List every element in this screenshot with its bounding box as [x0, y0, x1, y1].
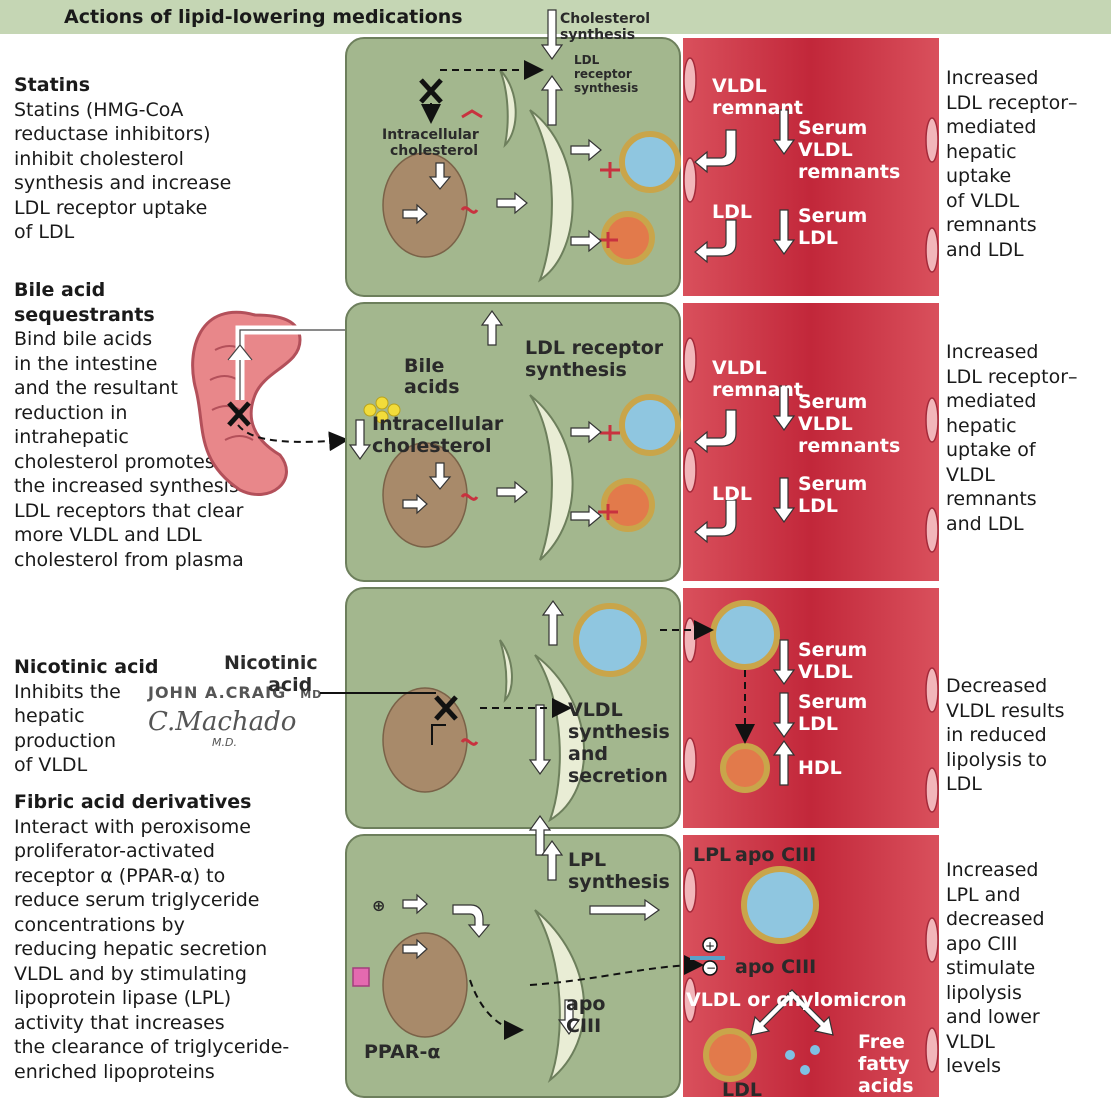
label-receptor: receptor — [574, 67, 632, 81]
label-acids: acids — [404, 377, 460, 398]
note-line: LPL and — [946, 883, 1111, 908]
label-remnants: remnants — [798, 436, 900, 457]
label-cholesterol: cholesterol — [390, 144, 478, 158]
label-ldl-receptor: LDL receptor — [525, 338, 663, 359]
label-acid: acid — [268, 675, 312, 696]
label-synthesis: synthesis — [574, 81, 638, 95]
label-intracellular: Intracellular — [382, 128, 479, 142]
label-ciii: CIII — [566, 1016, 601, 1037]
label-bile: Bile — [404, 356, 444, 377]
label-remnants: remnants — [798, 162, 900, 183]
label-synthesis: synthesis — [560, 28, 635, 42]
note-line: VLDL — [946, 1030, 1111, 1055]
label-synthesis: synthesis — [568, 722, 670, 743]
label-ldl: LDL — [798, 714, 838, 735]
label-ppar-alpha: PPAR-α — [364, 1042, 440, 1063]
label-lpl: LPL — [568, 850, 606, 871]
label-vldl: VLDL — [798, 662, 853, 683]
nicotinic-outcome: Decreased VLDL results in reduced lipoly… — [946, 674, 1111, 797]
label-vldl: VLDL — [712, 76, 767, 97]
label-serum: Serum — [798, 118, 867, 139]
label-synthesis: synthesis — [568, 872, 670, 893]
label-vldl: VLDL — [712, 358, 767, 379]
note-line: and LDL — [946, 512, 1111, 537]
label-vldl-chylomicron: VLDL or chylomicron — [686, 990, 907, 1011]
label-ldl: LDL — [712, 484, 752, 505]
note-line: levels — [946, 1054, 1111, 1079]
note-line: stimulate — [946, 956, 1111, 981]
label-serum: Serum — [798, 640, 867, 661]
note-line: lipolysis to — [946, 748, 1111, 773]
note-line: Decreased — [946, 674, 1111, 699]
label-remnant: remnant — [712, 98, 803, 119]
note-line: LDL receptor– — [946, 365, 1111, 390]
label-intracellular: Intracellular — [372, 414, 503, 435]
note-line: uptake of — [946, 438, 1111, 463]
note-line: and LDL — [946, 238, 1111, 263]
note-line: remnants — [946, 487, 1111, 512]
note-line: uptake — [946, 164, 1111, 189]
label-vldl: VLDL — [798, 414, 853, 435]
label-apo-ciii-bottom: apo CIII — [735, 957, 816, 978]
label-lpl: LPL — [693, 845, 731, 866]
label-and: and — [568, 744, 608, 765]
note-line: Increased — [946, 66, 1111, 91]
svg-text:+: + — [705, 939, 715, 953]
label-vldl: VLDL — [568, 700, 623, 721]
note-line: remnants — [946, 213, 1111, 238]
note-line: mediated — [946, 389, 1111, 414]
note-line: hepatic — [946, 140, 1111, 165]
note-line: LDL — [946, 772, 1111, 797]
label-synthesis: synthesis — [525, 360, 627, 381]
label-remnant: remnant — [712, 380, 803, 401]
label-ldl: LDL — [722, 1080, 762, 1101]
label-plus: ⊕ — [372, 895, 385, 916]
label-cholesterol: Cholesterol — [560, 12, 650, 26]
note-line: Increased — [946, 340, 1111, 365]
label-serum: Serum — [798, 206, 867, 227]
note-line: mediated — [946, 115, 1111, 140]
note-line: VLDL results — [946, 699, 1111, 724]
note-line: LDL receptor– — [946, 91, 1111, 116]
label-nicotinic: Nicotinic — [224, 653, 318, 674]
note-line: and lower — [946, 1005, 1111, 1030]
label-ldl: LDL — [798, 228, 838, 249]
label-ldl: LDL — [712, 202, 752, 223]
note-line: of VLDL — [946, 189, 1111, 214]
label-serum: Serum — [798, 692, 867, 713]
note-line: lipolysis — [946, 981, 1111, 1006]
label-apo: apo — [566, 994, 605, 1015]
label-free: Free — [858, 1032, 905, 1053]
label-fatty: fatty — [858, 1054, 910, 1075]
note-line: decreased — [946, 907, 1111, 932]
label-acids: acids — [858, 1076, 914, 1097]
label-serum: Serum — [798, 392, 867, 413]
ppar-receptor — [353, 968, 369, 986]
label-ldl: LDL — [798, 496, 838, 517]
note-line: hepatic — [946, 414, 1111, 439]
bile-outcome: Increased LDL receptor– mediated hepatic… — [946, 340, 1111, 536]
note-line: in reduced — [946, 723, 1111, 748]
label-apo-ciii-top: apo CIII — [735, 845, 816, 866]
label-cholesterol: cholesterol — [372, 436, 491, 457]
statins-outcome: Increased LDL receptor– mediated hepatic… — [946, 66, 1111, 262]
label-secretion: secretion — [568, 766, 668, 787]
label-hdl: HDL — [798, 758, 842, 779]
label-vldl: VLDL — [798, 140, 853, 161]
note-line: Increased — [946, 858, 1111, 883]
svg-text:−: − — [706, 961, 716, 975]
blood-vessel-panels — [683, 38, 939, 1097]
note-line: apo CIII — [946, 932, 1111, 957]
note-line: VLDL — [946, 463, 1111, 488]
fibric-outcome: Increased LPL and decreased apo CIII sti… — [946, 858, 1111, 1079]
label-serum: Serum — [798, 474, 867, 495]
label-ldl: LDL — [574, 53, 599, 67]
